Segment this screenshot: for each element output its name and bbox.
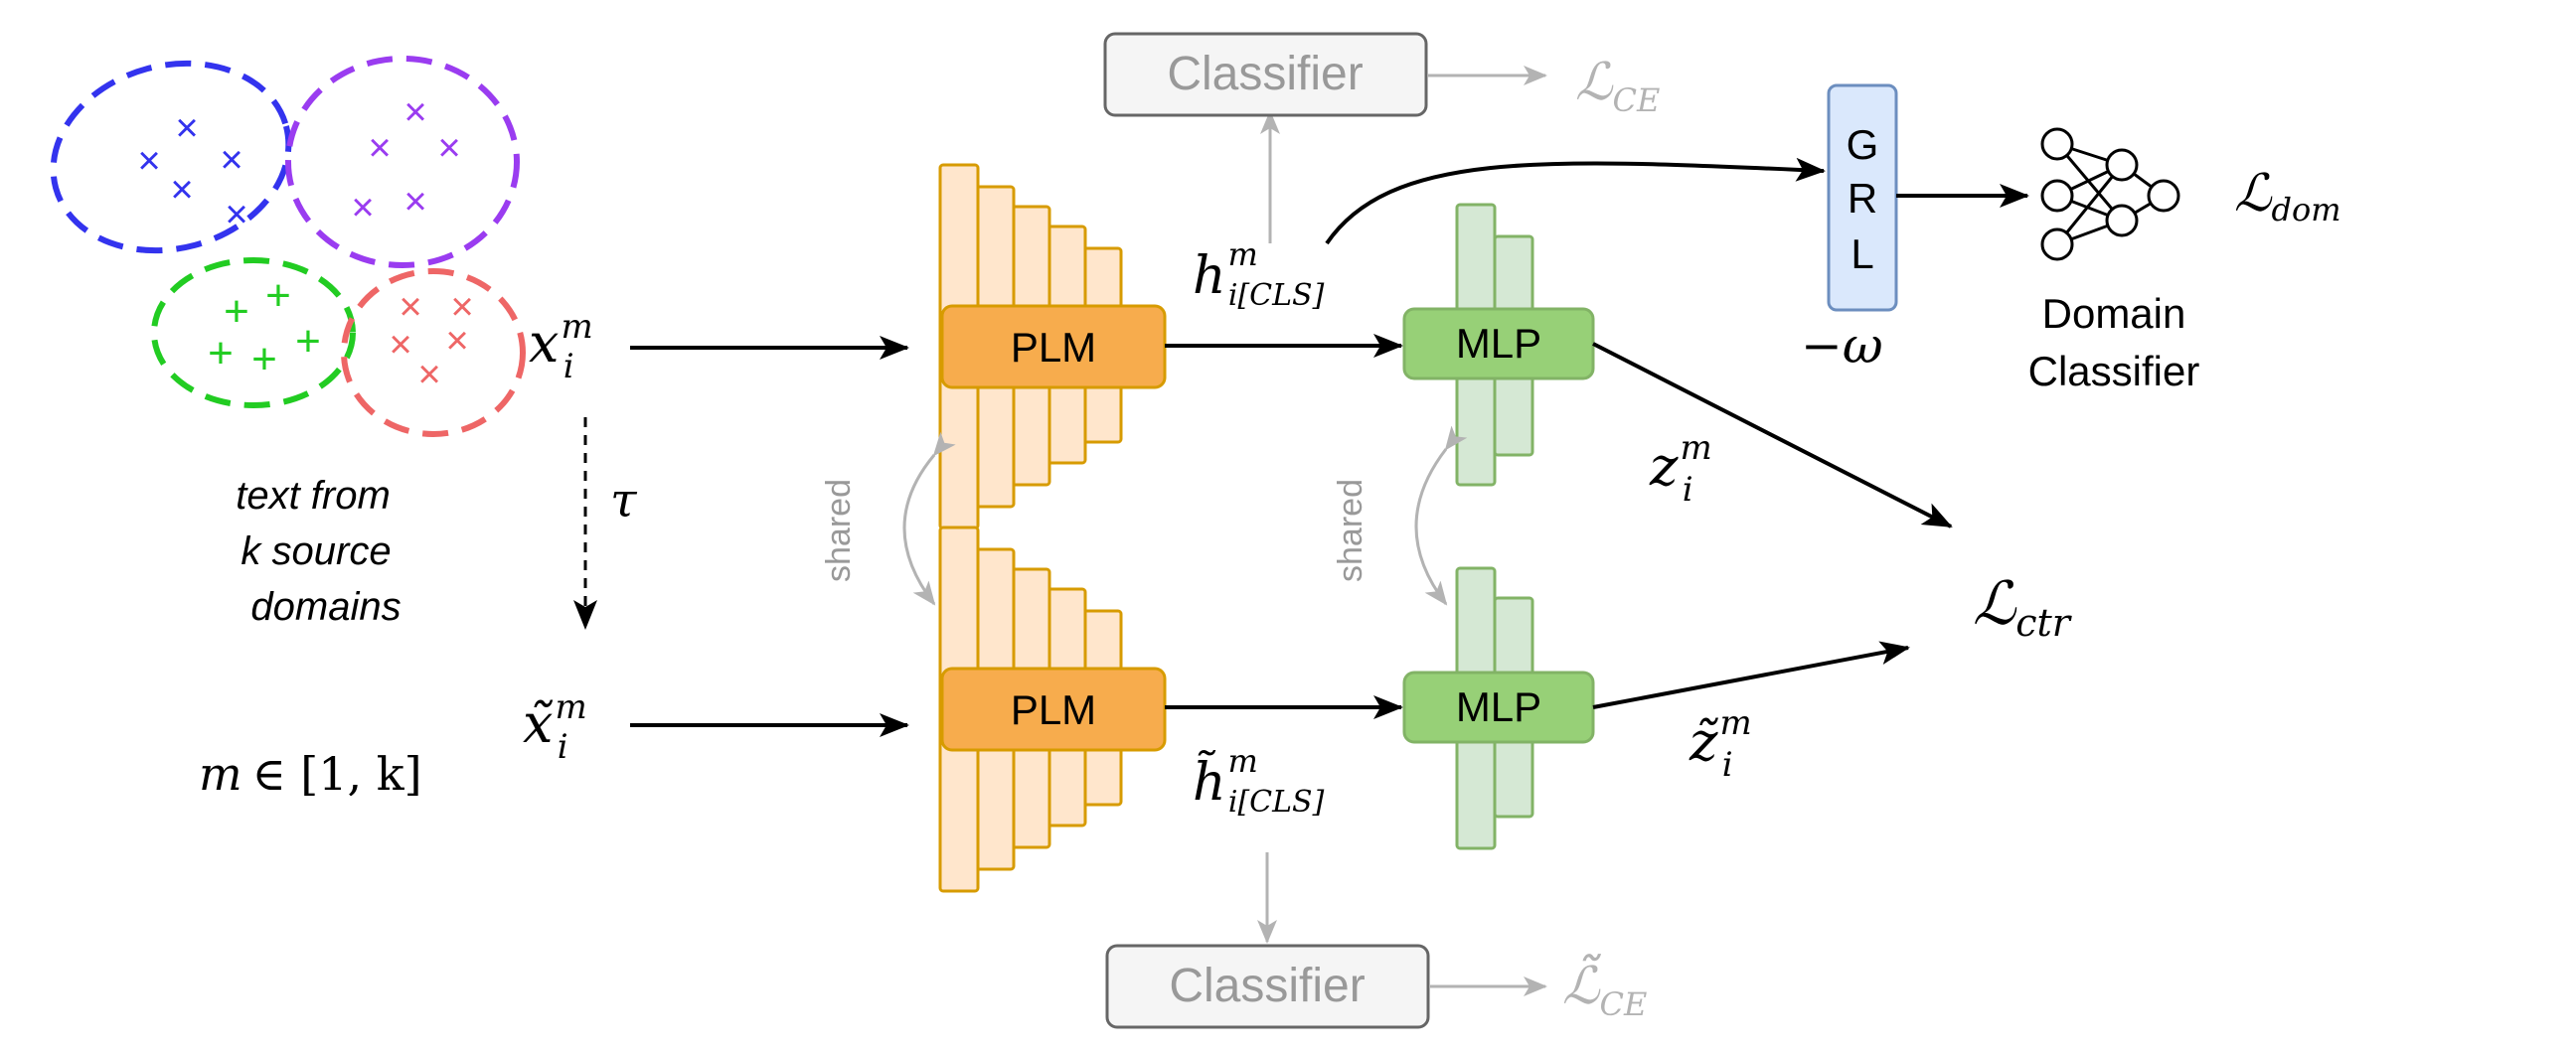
green-domain-cluster [151, 257, 356, 408]
gradient-reversal-layer: G R L [1827, 83, 1898, 312]
green-markers: + + + + + [208, 271, 321, 383]
grl-omega: −ω [1801, 317, 1883, 375]
caption-line: text from [236, 474, 391, 518]
marker: + [265, 271, 291, 320]
marker: × [351, 186, 374, 229]
mlp-label-bottom: MLP [1456, 683, 1541, 730]
domain-index-range: m∈ [1, k] [199, 747, 422, 801]
loss-contrastive: ℒctr [1973, 569, 2073, 645]
marker: + [224, 287, 249, 336]
marker: + [251, 335, 277, 383]
marker: × [368, 126, 391, 170]
marker: × [389, 323, 411, 367]
plm-shared-arrow [902, 431, 956, 606]
grl-letter: L [1851, 230, 1873, 277]
plm-label-top: PLM [1011, 324, 1096, 371]
classifier-box [1103, 32, 1428, 117]
caption-line: domains [250, 585, 401, 629]
z-to-contrastive-arrow [1592, 342, 1953, 528]
loss-dom: ℒdom [2234, 164, 2341, 228]
marker: × [403, 180, 426, 224]
marker: + [295, 317, 321, 366]
marker: × [403, 90, 426, 134]
marker: × [450, 285, 473, 329]
classifier-label: Classifier [1167, 48, 1363, 100]
classifier-box [1105, 944, 1430, 1029]
caption-line: k source [241, 529, 391, 573]
zt-to-contrastive-arrow [1592, 641, 1910, 709]
purple-domain-cluster [285, 56, 520, 268]
marker: × [170, 168, 193, 212]
domain-classifier-line: Domain [2042, 290, 2186, 337]
marker: × [225, 193, 247, 236]
source-domain-clusters: × × × × × × × × × × + + + + + × × × × × [50, 56, 526, 437]
loss-ce-bottom: ℒ̃CE [1562, 954, 1647, 1023]
classifier-bottom: Classifier [1105, 944, 1430, 1029]
marker: × [399, 285, 421, 329]
red-domain-cluster [341, 268, 526, 437]
augmentation-tau: τ [610, 473, 638, 528]
plm-stack-top: PLM [938, 163, 1167, 530]
grl-letter: R [1848, 175, 1877, 222]
marker: + [208, 329, 234, 377]
red-markers: × × × × × [389, 285, 473, 396]
mlp-shared-arrow [1414, 425, 1468, 606]
mlp-stack-top: MLP [1402, 203, 1595, 487]
mlp-shared-label: shared [1332, 479, 1369, 582]
source-domains-caption: text from k source domains [236, 474, 401, 629]
marker: × [175, 106, 198, 150]
marker: × [445, 319, 468, 363]
blue-markers: × × × × × [137, 106, 247, 236]
domain-classifier-label: Domain Classifier [2028, 290, 2200, 394]
classifier-top: Classifier [1103, 32, 1428, 117]
mlp-label-top: MLP [1456, 320, 1541, 367]
plm-shared-label: shared [820, 479, 858, 582]
domain-classifier-line: Classifier [2028, 348, 2200, 394]
loss-ce-top: ℒCE [1575, 53, 1660, 119]
marker: × [437, 126, 460, 170]
plm-stack-bottom: PLM [938, 526, 1167, 893]
marker: × [220, 138, 242, 182]
classifier-label: Classifier [1169, 960, 1365, 1012]
plm-label-bottom: PLM [1011, 686, 1096, 733]
grl-letter: G [1847, 121, 1879, 168]
marker: × [137, 139, 160, 183]
cls-to-grl-arrow [1325, 157, 1826, 245]
neural-network-icon [2040, 127, 2180, 261]
blue-domain-cluster [50, 60, 292, 254]
purple-markers: × × × × × [351, 90, 460, 229]
mlp-stack-bottom: MLP [1402, 566, 1595, 850]
marker: × [417, 353, 440, 396]
